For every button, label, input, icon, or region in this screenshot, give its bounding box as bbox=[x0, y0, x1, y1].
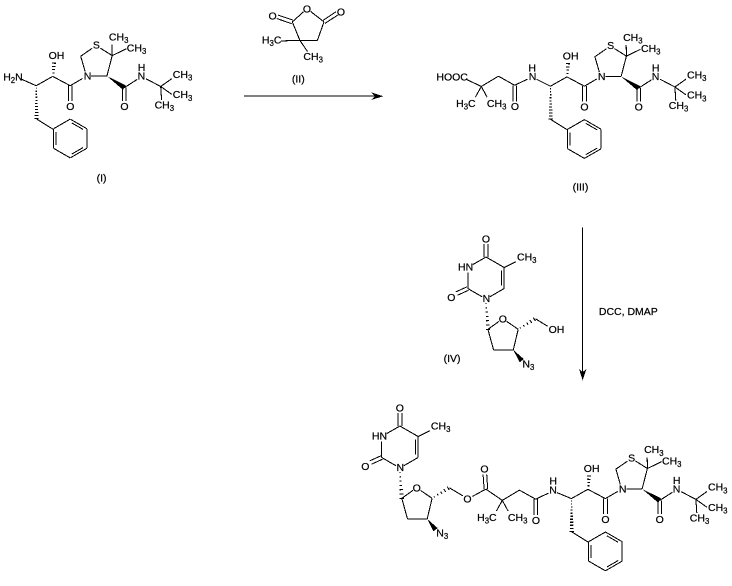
svg-text:(III): (III) bbox=[573, 182, 589, 194]
svg-text:N: N bbox=[598, 71, 606, 83]
svg-text:HN: HN bbox=[458, 261, 473, 273]
svg-text:H: H bbox=[673, 475, 681, 487]
svg-text:O: O bbox=[635, 101, 643, 113]
svg-text:(IV): (IV) bbox=[444, 353, 461, 365]
svg-text:O: O bbox=[480, 464, 488, 476]
svg-text:O: O bbox=[66, 101, 74, 113]
svg-text:(II): (II) bbox=[292, 73, 305, 85]
svg-text:O: O bbox=[447, 292, 455, 304]
svg-text:H: H bbox=[549, 476, 557, 488]
svg-text:HN: HN bbox=[372, 430, 387, 442]
svg-text:OH: OH bbox=[563, 51, 579, 63]
svg-text:O: O bbox=[601, 514, 609, 526]
svg-text:O: O bbox=[499, 313, 507, 325]
svg-text:O: O bbox=[303, 3, 311, 15]
svg-text:HOOC: HOOC bbox=[436, 71, 468, 83]
svg-text:S: S bbox=[607, 40, 614, 52]
svg-text:N: N bbox=[84, 71, 92, 83]
svg-text:(I): (I) bbox=[97, 172, 107, 184]
svg-text:O: O bbox=[269, 10, 277, 22]
svg-text:O: O bbox=[482, 233, 490, 245]
svg-text:OH: OH bbox=[549, 324, 565, 336]
svg-text:O: O bbox=[511, 101, 519, 113]
svg-text:OH: OH bbox=[49, 50, 65, 62]
svg-text:S: S bbox=[93, 40, 100, 52]
svg-text:O: O bbox=[337, 6, 345, 18]
svg-text:O: O bbox=[120, 101, 128, 113]
svg-text:O: O bbox=[580, 101, 588, 113]
svg-text:O: O bbox=[656, 514, 664, 526]
svg-text:OH: OH bbox=[584, 463, 600, 475]
svg-text:N: N bbox=[619, 484, 627, 496]
svg-text:DCC, DMAP: DCC, DMAP bbox=[599, 306, 658, 318]
svg-text:S: S bbox=[628, 453, 635, 465]
svg-text:O: O bbox=[463, 494, 471, 506]
svg-text:O: O bbox=[413, 482, 421, 494]
svg-text:H: H bbox=[652, 63, 660, 75]
svg-text:H: H bbox=[528, 62, 536, 74]
svg-text:O: O bbox=[532, 515, 540, 527]
svg-text:H: H bbox=[138, 62, 146, 74]
svg-text:O: O bbox=[396, 402, 404, 414]
svg-text:O: O bbox=[361, 461, 369, 473]
